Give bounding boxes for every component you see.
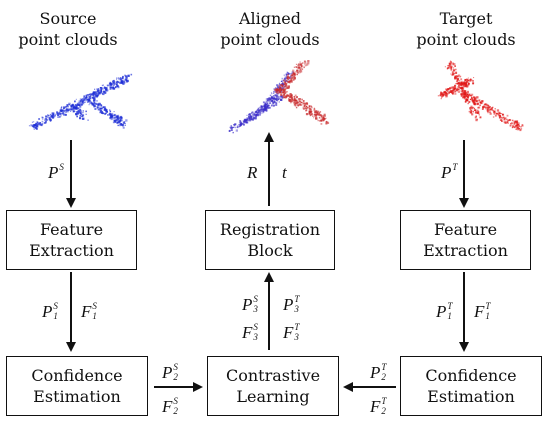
sym: F <box>370 397 381 416</box>
aligned-header: Aligned point clouds <box>208 8 332 50</box>
sup: T <box>381 362 387 372</box>
label-t: t <box>282 164 287 181</box>
source-point-cloud-image <box>28 73 133 130</box>
box-label-line2: Extraction <box>423 241 508 260</box>
contrastive-learning-box: Contrastive Learning <box>207 356 339 416</box>
sym: P <box>162 363 173 382</box>
sub: 3 <box>253 304 258 314</box>
box-label-line1: Confidence <box>31 366 123 385</box>
box-label-line2: Estimation <box>33 387 121 406</box>
sup: S <box>253 322 258 332</box>
box-label-line1: Feature <box>39 220 104 239</box>
target-header-line1: Target <box>439 9 493 28</box>
sub: 1 <box>53 311 58 321</box>
aligned-header-line1: Aligned <box>238 9 302 28</box>
confidence-estimation-box-left: Confidence Estimation <box>6 356 148 416</box>
sub: 1 <box>485 311 490 321</box>
sup: T <box>485 301 491 311</box>
box-label-line1: Contrastive <box>225 366 321 385</box>
target-point-cloud-image <box>437 60 524 132</box>
sup: S <box>53 301 58 311</box>
sub: 1 <box>447 311 452 321</box>
aligned-point-cloud-image <box>228 60 330 134</box>
sub: 3 <box>253 332 258 342</box>
registration-block-box: Registration Block <box>205 210 335 270</box>
sym: F <box>474 302 485 321</box>
sub: 2 <box>173 406 178 416</box>
box-label-line2: Estimation <box>427 387 515 406</box>
sym: P <box>42 302 53 321</box>
sym: t <box>282 163 287 182</box>
aligned-header-line2: point clouds <box>220 30 320 49</box>
sym: F <box>283 323 294 342</box>
source-header: Source point clouds <box>8 8 128 50</box>
sup: T <box>294 294 300 304</box>
sup: S <box>92 301 97 311</box>
sym: P <box>441 163 452 182</box>
sup: T <box>294 322 300 332</box>
sub: 3 <box>294 304 299 314</box>
sym: F <box>242 323 253 342</box>
sup: S <box>173 362 178 372</box>
sub: 1 <box>92 311 97 321</box>
sym: P <box>48 163 59 182</box>
sym: F <box>81 302 92 321</box>
source-header-line2: point clouds <box>18 30 118 49</box>
sup: T <box>381 396 387 406</box>
sub: 3 <box>294 332 299 342</box>
sup: S <box>173 396 178 406</box>
sup: T <box>452 162 458 172</box>
box-label-line2: Learning <box>236 387 310 406</box>
sub: 2 <box>173 372 178 382</box>
confidence-estimation-box-right: Confidence Estimation <box>400 356 542 416</box>
sym: P <box>242 295 253 314</box>
box-label-line1: Registration <box>219 220 321 239</box>
box-label-line1: Confidence <box>425 366 517 385</box>
source-header-line1: Source <box>39 9 97 28</box>
sym: F <box>162 397 173 416</box>
feature-extraction-box-left: Feature Extraction <box>6 210 137 270</box>
sub: 2 <box>381 406 386 416</box>
sym: P <box>283 295 294 314</box>
box-label-line1: Feature <box>433 220 498 239</box>
sup: S <box>59 162 64 172</box>
sup: T <box>447 301 453 311</box>
sym: R <box>247 163 258 182</box>
sub: 2 <box>381 372 386 382</box>
box-label-line2: Block <box>247 241 293 260</box>
box-label-line2: Extraction <box>29 241 114 260</box>
sup: S <box>253 294 258 304</box>
sym: P <box>370 363 381 382</box>
target-header: Target point clouds <box>404 8 528 50</box>
target-header-line2: point clouds <box>416 30 516 49</box>
feature-extraction-box-right: Feature Extraction <box>400 210 531 270</box>
sym: P <box>436 302 447 321</box>
label-r: R <box>247 164 257 181</box>
